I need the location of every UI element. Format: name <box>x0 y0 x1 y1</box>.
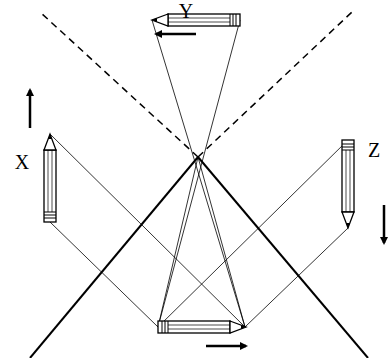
image-label: X <box>15 152 29 172</box>
image-label: Y <box>179 1 193 21</box>
image-label: Z <box>368 140 380 160</box>
